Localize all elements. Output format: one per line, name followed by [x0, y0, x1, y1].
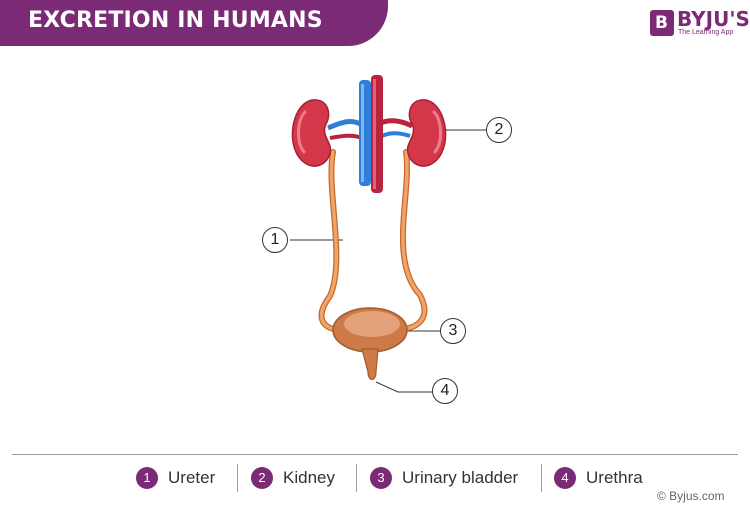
aorta	[371, 75, 383, 193]
bladder-highlight	[344, 311, 400, 337]
page-title: EXCRETION IN HUMANS	[28, 8, 323, 33]
callout-bladder: 3	[440, 318, 466, 344]
aorta-highlight	[373, 79, 376, 189]
brand-logo: B BYJU'S The Learning App	[650, 7, 750, 40]
legend-number: 1	[136, 467, 158, 489]
brand-logo-letter: B	[655, 13, 668, 33]
kidney-left-highlight	[297, 110, 307, 154]
brand-logo-icon: B	[650, 10, 674, 36]
legend-item-ureter: 1 Ureter	[136, 465, 215, 491]
leader-line-urethra	[375, 381, 432, 393]
renal-artery-left	[329, 133, 363, 140]
vena-cava-highlight	[361, 84, 364, 182]
renal-vein-left	[327, 119, 366, 131]
brand-tagline: The Learning App	[678, 29, 734, 36]
callout-ureter: 1	[262, 227, 288, 253]
legend-item-kidney: 2 Kidney	[251, 465, 335, 491]
legend-number: 4	[554, 467, 576, 489]
legend-label: Urethra	[586, 468, 643, 487]
title-banner: EXCRETION IN HUMANS	[0, 0, 388, 46]
copyright-notice: © Byjus.com	[657, 489, 725, 503]
ureter-right-outline	[393, 149, 428, 333]
legend-separator	[356, 464, 357, 492]
ureter-right	[394, 150, 427, 331]
brand-name: BYJU'S	[677, 7, 750, 31]
legend-item-urinary-bladder: 3 Urinary bladder	[370, 465, 518, 491]
ureter-left	[319, 150, 350, 332]
legend-number: 3	[370, 467, 392, 489]
legend-number: 2	[251, 467, 273, 489]
legend-divider	[12, 454, 738, 455]
vena-cava	[359, 80, 371, 186]
legend-item-urethra: 4 Urethra	[554, 465, 643, 491]
legend-label: Ureter	[168, 468, 216, 487]
callout-kidney: 2	[486, 117, 512, 143]
legend-label: Urinary bladder	[402, 468, 519, 487]
urethra	[361, 348, 379, 381]
callout-urethra: 4	[432, 378, 458, 404]
legend-label: Kidney	[283, 468, 335, 487]
legend-separator	[541, 464, 542, 492]
legend-separator	[237, 464, 238, 492]
kidney-right-highlight	[432, 110, 442, 154]
